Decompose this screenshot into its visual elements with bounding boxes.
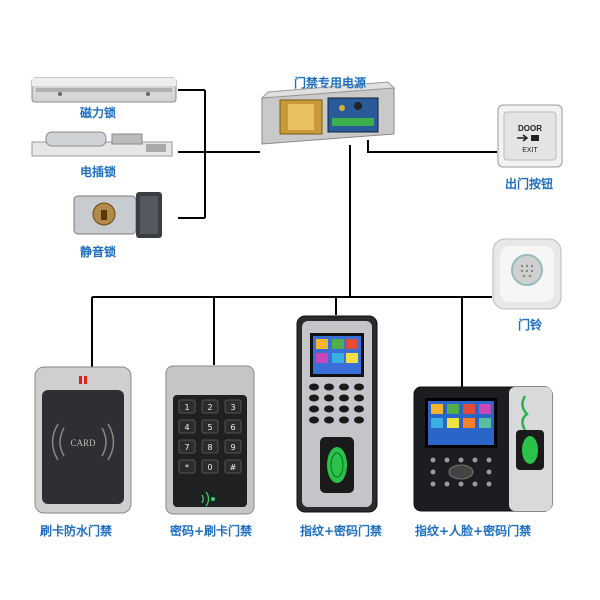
card-reader-device: CARD [34,366,132,514]
keypad-key [178,399,196,414]
face-terminal-device [413,386,553,512]
face-keys [430,457,492,487]
finger-key [339,383,349,391]
power-supply [258,78,398,148]
keypad-key-label: 5 [207,423,212,432]
keypad-key [178,439,196,454]
keypad-key-label: 2 [207,403,212,412]
face-key [472,457,478,463]
keypad-key-label: 3 [230,403,235,412]
finger-key [309,405,319,413]
bell-label: 门铃 [518,318,543,332]
keypad-key [224,399,242,414]
wire-exit [367,140,497,153]
finger-key [324,416,334,424]
keypad-key-label: 9 [230,443,235,452]
keypad-key [201,399,219,414]
exit-door-text: DOOR [518,124,542,133]
keypad-key-label: 8 [207,443,212,452]
keypad-label: 密码+刷卡门禁 [170,524,253,538]
keypad-key [201,439,219,454]
keypad-reader-device: 1 2 3 4 5 6 7 8 9 * 0 # [165,365,255,515]
finger-key [354,416,364,424]
finger-key [354,383,364,391]
face-key [472,481,478,487]
exit-button-device: DOOR EXIT [497,104,563,168]
silent-label: 静音锁 [80,245,117,259]
face-key [486,457,492,463]
face-key [486,469,492,475]
doorbell-device [492,238,562,310]
finger-label: 指纹+密码门禁 [300,524,383,538]
keypad-key [224,439,242,454]
finger-key [309,383,319,391]
face-key [430,457,436,463]
bolt-device [28,128,176,162]
keypad-keys: 1 2 3 4 5 6 7 8 9 * 0 # [178,399,242,474]
finger-key [309,394,319,402]
maglock-label: 磁力锁 [80,106,117,120]
maglock-device [30,72,178,108]
face-key [430,481,436,487]
finger-key [324,383,334,391]
card-logo-text: CARD [70,438,96,448]
keypad-key [224,419,242,434]
keypad-key-label: 0 [207,463,212,472]
keypad-key [178,459,196,474]
exit-label: 出门按钮 [505,177,554,191]
bolt-label: 电插锁 [80,165,117,179]
keypad-key-label: 4 [184,423,189,432]
finger-key [324,405,334,413]
face-key [444,457,450,463]
keypad-key [224,459,242,474]
face-key [458,481,464,487]
power-label: 门禁专用电源 [294,76,367,90]
finger-keys [309,383,364,424]
keypad-key-label: 7 [184,443,189,452]
finger-key [339,416,349,424]
keypad-key [201,459,219,474]
exit-exit-text: EXIT [522,147,538,154]
keypad-key-label: 6 [230,423,235,432]
fingerprint-reader-device [296,315,378,513]
face-key [486,481,492,487]
finger-key [354,394,364,402]
face-key [430,469,436,475]
face-key [458,457,464,463]
finger-key [354,405,364,413]
keypad-key [178,419,196,434]
finger-key [339,394,349,402]
face-label: 指纹+人脸+密码门禁 [415,524,532,538]
keypad-key-label: 1 [184,403,189,412]
face-key [444,481,450,487]
finger-key [339,405,349,413]
silent-lock-device [70,186,170,242]
keypad-key [201,419,219,434]
card-label: 刷卡防水门禁 [40,524,113,538]
finger-key [309,416,319,424]
keypad-key-label: # [230,463,237,472]
keypad-key-label: * [185,463,189,472]
finger-key [324,394,334,402]
